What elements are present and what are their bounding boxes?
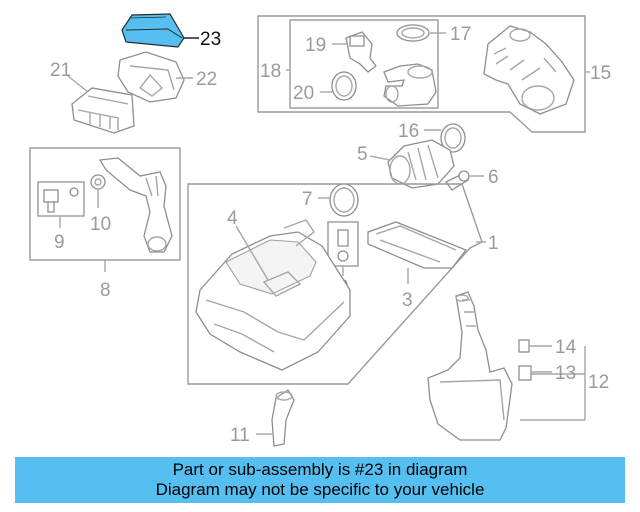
callout-5: 5	[357, 144, 368, 165]
callout-21: 21	[50, 60, 71, 81]
part-16	[424, 123, 466, 153]
part-3	[367, 221, 468, 284]
part-19	[332, 31, 377, 73]
callout-1: 1	[488, 233, 499, 254]
banner-line-2: Diagram may not be specific to your vehi…	[155, 480, 485, 499]
callout-16: 16	[398, 121, 419, 142]
callout-23: 23	[200, 29, 221, 50]
part-12-resonator	[427, 291, 513, 441]
callout-18: 18	[260, 61, 281, 82]
part-22	[117, 51, 193, 103]
callout-8: 8	[100, 280, 111, 301]
callout-7: 7	[302, 189, 313, 210]
part-2	[327, 221, 359, 276]
part-6	[445, 170, 484, 191]
callout-13: 13	[555, 363, 576, 384]
callout-14: 14	[555, 337, 577, 358]
group-1-outline	[187, 183, 483, 385]
part-23-highlighted[interactable]	[121, 13, 199, 48]
part-13	[518, 365, 552, 381]
callout-17: 17	[450, 24, 471, 45]
callout-22: 22	[196, 69, 217, 90]
callout-10: 10	[90, 214, 111, 235]
part-8-hose	[98, 157, 173, 253]
part-14	[518, 339, 552, 353]
banner-line-1: Part or sub-assembly is #23 in diagram	[172, 460, 468, 479]
part-11	[256, 389, 295, 447]
callout-19: 19	[305, 35, 326, 56]
part-4	[195, 219, 351, 371]
group-15-outline	[257, 15, 586, 133]
part-17	[396, 24, 446, 42]
part-18-hose	[383, 63, 437, 107]
part-7	[318, 183, 359, 217]
callout-20: 20	[293, 83, 314, 104]
callout-6: 6	[488, 167, 499, 188]
part-20	[320, 71, 357, 101]
part-9	[37, 181, 85, 228]
callout-12: 12	[588, 372, 609, 393]
callout-4: 4	[227, 208, 238, 229]
callout-11: 11	[230, 425, 250, 446]
part-21	[67, 75, 135, 134]
part-15-hose	[483, 25, 575, 115]
callout-9: 9	[54, 232, 65, 253]
part-info-banner: Part or sub-assembly is #23 in diagram D…	[15, 457, 625, 503]
part-10	[90, 174, 106, 208]
callout-15: 15	[590, 63, 611, 84]
group-18-outline	[289, 19, 439, 109]
callout-3: 3	[402, 290, 413, 311]
part-5	[369, 139, 455, 189]
